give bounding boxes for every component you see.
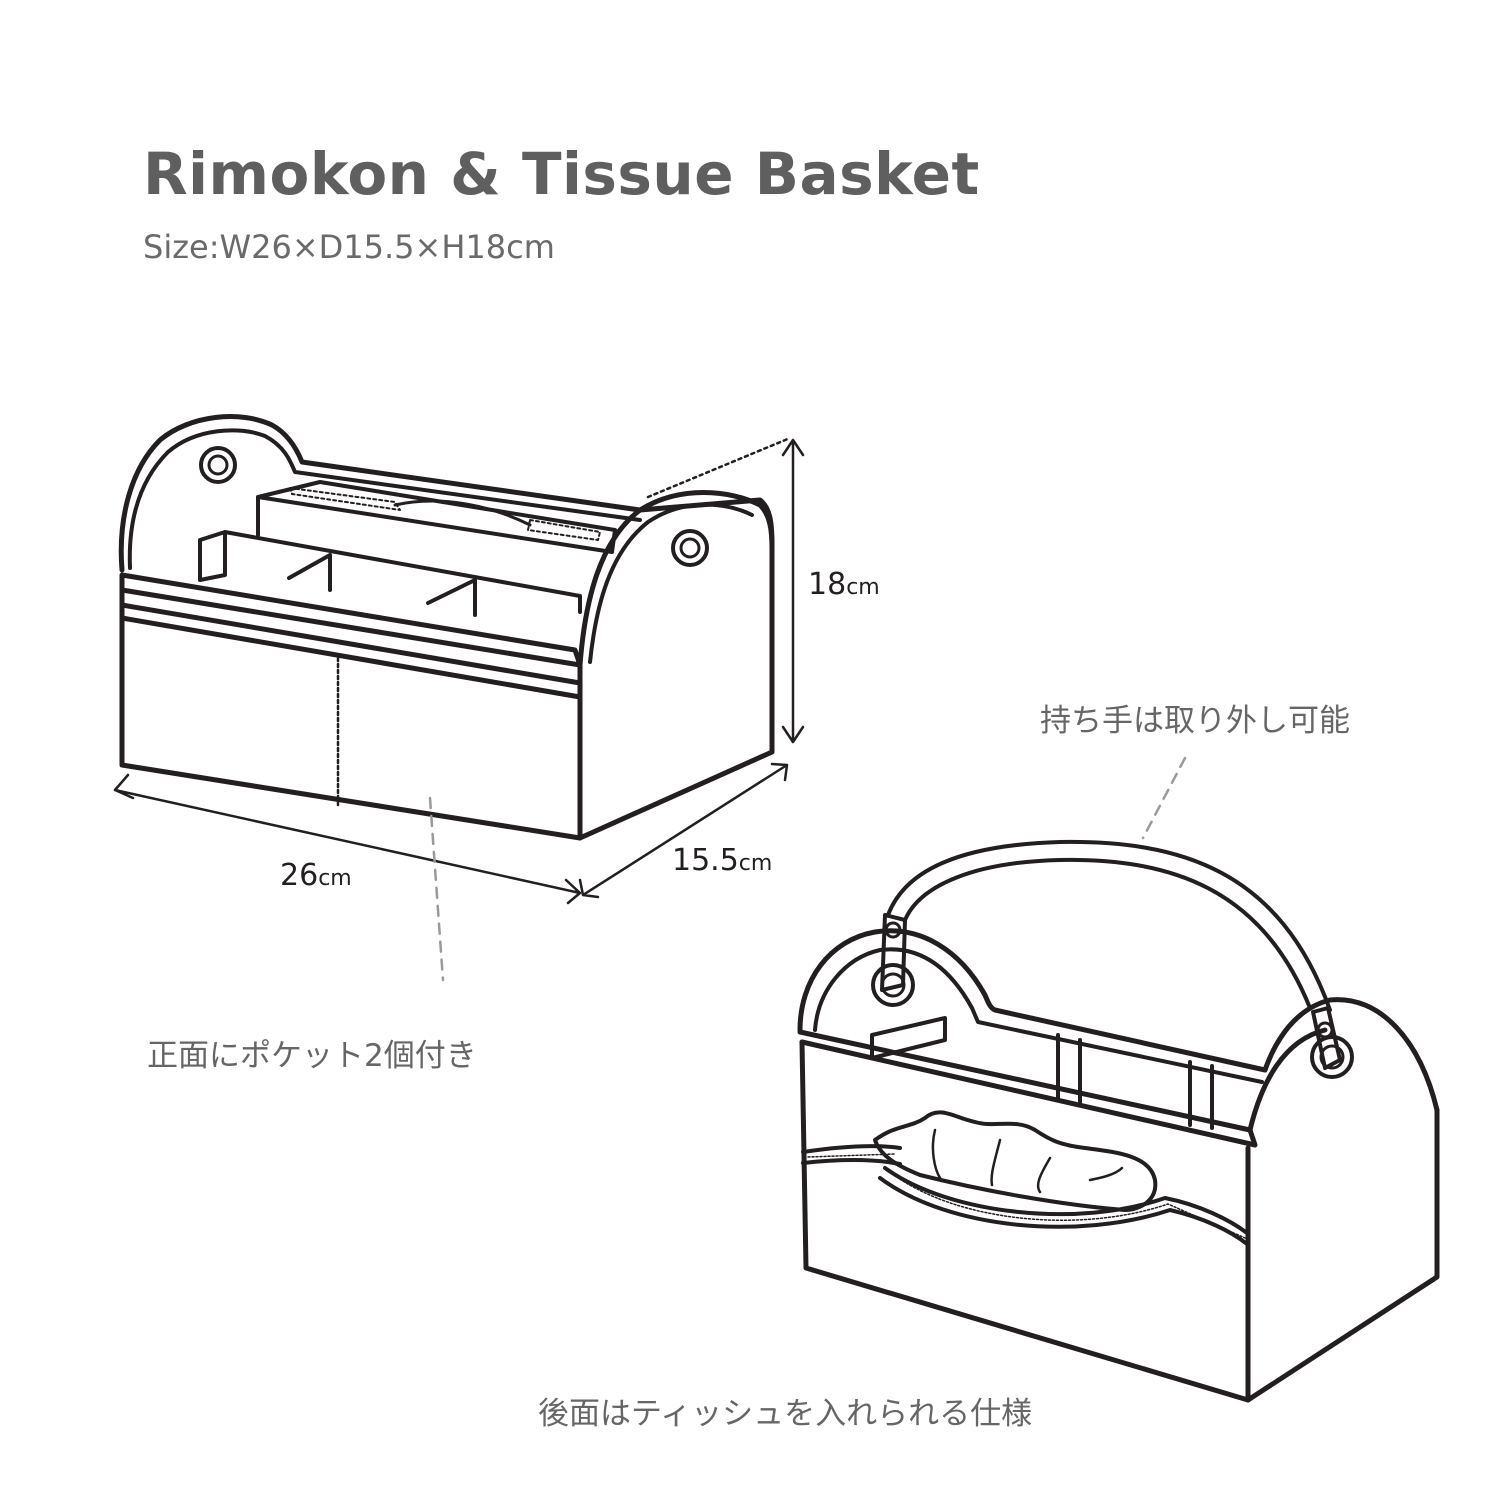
tissue-compartment: [256, 480, 617, 554]
back-tissue-caption: 後面はティッシュを入れられる仕様: [538, 1396, 1033, 1432]
width-value: 26: [280, 858, 319, 893]
depth-dimension-arrow[interactable]: [578, 762, 789, 899]
back-basket-back-panel: [797, 928, 1440, 1113]
front-basket-front-panel: [119, 587, 583, 841]
front-basket-right-arch: [577, 490, 775, 668]
back-basket-illustration: [797, 756, 1440, 1403]
page-title: Rimokon & Tissue Basket: [143, 140, 980, 208]
depth-value: 15.5: [672, 843, 739, 878]
back-basket-front-face: [799, 1039, 1251, 1403]
front-basket-rim: [119, 572, 583, 668]
front-basket-side-panel: [577, 545, 775, 841]
pocket-leader-line: [428, 796, 445, 982]
depth-dimension-label: 15.5cm: [672, 843, 772, 878]
height-value: 18: [808, 567, 847, 602]
grommet-back-left: [871, 963, 915, 1007]
back-basket-side-face: [1245, 1107, 1440, 1403]
grommet-right: [671, 529, 709, 567]
front-pockets-caption: 正面にポケット2個付き: [147, 1038, 477, 1074]
width-unit: cm: [318, 866, 352, 891]
back-basket-rim: [797, 1029, 1258, 1148]
size-spec: Size:W26×D15.5×H18cm: [143, 228, 555, 266]
grommet-left: [199, 446, 237, 484]
height-dimension-extension: [646, 436, 792, 499]
height-dimension-arrow[interactable]: [781, 438, 805, 744]
front-basket-back-panel: [118, 414, 775, 573]
depth-unit: cm: [738, 851, 773, 876]
removable-handle-caption: 持ち手は取り外し可能: [1040, 703, 1350, 739]
height-unit: cm: [846, 575, 880, 600]
removable-handle[interactable]: [886, 839, 1332, 1012]
width-dimension-label: 26cm: [280, 858, 352, 893]
height-dimension-label: 18cm: [808, 567, 880, 602]
front-basket-back-panel-inner: [127, 428, 642, 570]
tissue-slot[interactable]: [801, 1144, 1249, 1246]
tissue-icon: [873, 1110, 1158, 1212]
grommet-back-right: [1310, 1035, 1354, 1079]
compartment-dividers: [198, 530, 582, 617]
width-dimension-arrow[interactable]: [113, 773, 582, 905]
handle-leader-line: [1141, 756, 1187, 840]
handle-strap-right: [1311, 1006, 1342, 1070]
front-basket-illustration: [113, 414, 805, 982]
